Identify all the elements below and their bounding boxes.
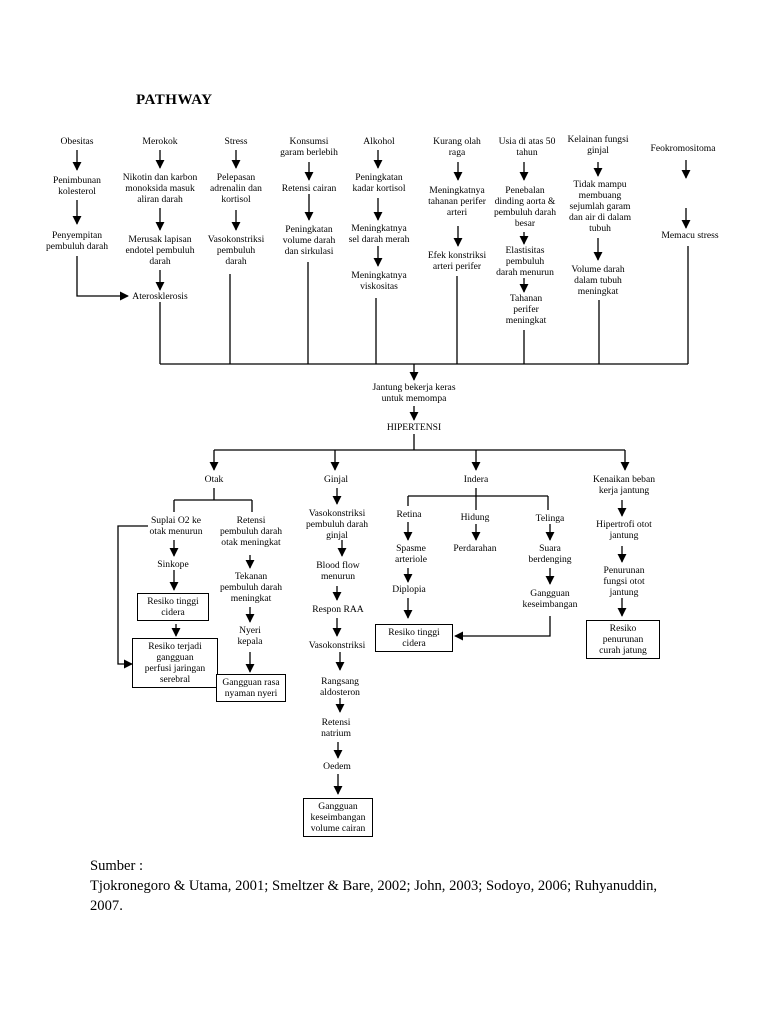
diagnosis-resiko-perfusi: Resiko terjadi gangguan perfusi jaringan… [132, 638, 218, 688]
node-kadar-kortisol: Peningkatan kadar kortisol [352, 172, 406, 194]
node-hidung: Hidung [460, 512, 490, 523]
node-spasme-arteriole: Spasme arteriole [395, 543, 427, 565]
source-citation: Sumber : Tjokronegoro & Utama, 2001; Sme… [90, 856, 690, 916]
node-vasokonstriksi-ginjal: Vasokonstriksi pembuluh darah ginjal [305, 508, 369, 541]
node-penimbunan-kolesterol: Penimbunan kolesterol [53, 175, 101, 197]
diagnosis-resiko-curah-jantung: Resiko penurunan curah jatung [586, 620, 660, 659]
node-nyeri-kepala: Nyeri kepala [237, 625, 263, 647]
node-volume-darah-meningkat: Volume darah dalam tubuh meningkat [571, 264, 625, 297]
node-sel-darah-merah: Meningkatnya sel darah merah [348, 223, 410, 245]
node-telinga: Telinga [535, 513, 565, 524]
branch-otak: Otak [204, 474, 224, 485]
node-suara-berdenging: Suara berdenging [528, 543, 572, 565]
node-peningkatan-volume: Peningkatan volume darah dan sirkulasi [282, 224, 336, 257]
node-retensi-pembuluh-otak: Retensi pembuluh darah otak meningkat [219, 515, 283, 548]
cause-usia: Usia di atas 50 tahun [498, 136, 556, 158]
node-gangguan-keseimbangan: Gangguan keseimbangan [522, 588, 578, 610]
cause-kurang-olahraga: Kurang olah raga [433, 136, 481, 158]
source-text: Tjokronegoro & Utama, 2001; Smeltzer & B… [90, 878, 658, 914]
node-diplopia: Diplopia [392, 584, 426, 595]
cause-kelainan-ginjal: Kelainan fungsi ginjal [567, 134, 629, 156]
node-pelepasan-adrenalin: Pelepasan adrenalin dan kortisol [210, 172, 262, 205]
node-vasokonstriksi-stress: Vasokonstriksi pembuluh darah [207, 234, 265, 267]
node-penurunan-fungsi: Penurunan fungsi otot jantung [603, 565, 645, 598]
diagnosis-resiko-cidera-otak: Resiko tinggi cidera [137, 593, 209, 621]
node-oedem: Oedem [323, 761, 351, 772]
node-tahanan-perifer: Meningkatnya tahanan perifer arteri [428, 185, 486, 218]
node-respon-raa: Respon RAA [312, 604, 364, 615]
cause-obesitas: Obesitas [60, 136, 94, 147]
node-jantung-bekerja-keras: Jantung bekerja keras untuk memompa [372, 382, 456, 404]
node-rangsang-aldosteron: Rangsang aldosteron [320, 676, 360, 698]
node-penebalan-dinding: Penebalan dinding aorta & pembuluh darah… [493, 185, 557, 229]
node-memacu-stress: Memacu stress [661, 230, 719, 241]
node-tekanan-pembuluh: Tekanan pembuluh darah meningkat [219, 571, 283, 604]
cause-stress: Stress [224, 136, 248, 147]
node-tahanan-meningkat: Tahanan perifer meningkat [505, 293, 547, 326]
node-suplai-o2: Suplai O2 ke otak menurun [149, 515, 203, 537]
arrow [76, 256, 129, 301]
cause-alkohol: Alkohol [363, 136, 395, 147]
node-viskositas: Meningkatnya viskositas [351, 270, 407, 292]
node-nikotin: Nikotin dan karbon monoksida masuk alira… [122, 172, 198, 205]
cause-merokok: Merokok [142, 136, 178, 147]
branch-kenaikan-beban-jantung: Kenaikan beban kerja jantung [592, 474, 656, 496]
diagnosis-gangguan-nyeri: Gangguan rasa nyaman nyeri [216, 674, 286, 702]
node-aterosklerosis: Aterosklerosis [132, 291, 188, 302]
node-hipertrofi: Hipertrofi otot jantung [596, 519, 652, 541]
node-retensi-cairan: Retensi cairan [281, 183, 337, 194]
node-hipertensi: HIPERTENSI [386, 422, 442, 433]
node-efek-konstriksi: Efek konstriksi arteri perifer [427, 250, 487, 272]
node-merusak-endotel: Merusak lapisan endotel pembuluh darah [125, 234, 195, 267]
node-elastisitas: Elastisitas pembuluh darah menurun [496, 245, 554, 278]
source-heading: Sumber : [90, 858, 144, 874]
node-retensi-natrium: Retensi natrium [321, 717, 351, 739]
diagnosis-gangguan-cairan: Gangguan keseimbangan volume cairan [303, 798, 373, 837]
node-vasokonstriksi: Vasokonstriksi [308, 640, 366, 651]
page-title: PATHWAY [136, 92, 213, 108]
arrow [454, 616, 551, 641]
node-perdarahan: Perdarahan [453, 543, 497, 554]
diagnosis-resiko-cidera-indera: Resiko tinggi cidera [375, 624, 453, 652]
node-blood-flow: Blood flow menurun [316, 560, 360, 582]
cause-garam: Konsumsi garam berlebih [280, 136, 338, 158]
node-penyempitan-pembuluh: Penyempitan pembuluh darah [45, 230, 109, 252]
cause-feokromositoma: Feokromositoma [650, 143, 716, 154]
branch-ginjal: Ginjal [324, 474, 348, 485]
node-retina: Retina [396, 509, 422, 520]
node-tidak-mampu-membuang: Tidak mampu membuang sejumlah garam dan … [568, 179, 632, 234]
node-sinkope: Sinkope [157, 559, 189, 570]
branch-indera: Indera [463, 474, 489, 485]
arrow [117, 525, 148, 669]
